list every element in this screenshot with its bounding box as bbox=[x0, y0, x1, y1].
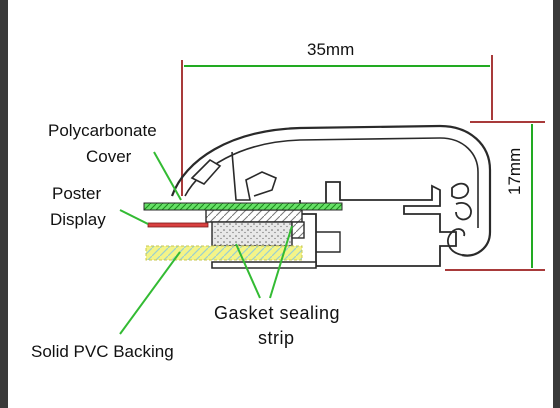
pvc-backing-label: Solid PVC Backing bbox=[31, 342, 174, 361]
pvc-backing bbox=[145, 245, 303, 261]
profile-body bbox=[299, 181, 457, 267]
pointer-gasket-b bbox=[269, 225, 293, 299]
polycarbonate-sheet bbox=[143, 202, 343, 211]
left-border bbox=[0, 0, 8, 408]
pointer-pvc bbox=[119, 251, 181, 335]
poster-sheet bbox=[147, 222, 209, 228]
pointer-polycarbonate bbox=[153, 151, 182, 201]
gasket-label-line2: strip bbox=[258, 328, 295, 348]
poster-label-line2: Display bbox=[50, 210, 106, 229]
profile-inner-channel bbox=[316, 231, 341, 253]
gasket-label-line1: Gasket sealing bbox=[214, 303, 341, 323]
cover-fin bbox=[231, 151, 277, 201]
cover-curl bbox=[447, 182, 472, 256]
pointer-poster bbox=[119, 209, 149, 225]
polycarbonate-label-line1: Polycarbonate bbox=[48, 121, 157, 140]
poster-label-line1: Poster bbox=[52, 184, 102, 203]
height-dimension-label: 17mm bbox=[505, 147, 524, 195]
right-border bbox=[553, 0, 560, 408]
cover-tab bbox=[190, 158, 222, 185]
gasket-block-stipple bbox=[211, 221, 293, 247]
gasket-block-right bbox=[291, 221, 305, 239]
polycarbonate-label-line2: Cover bbox=[86, 147, 132, 166]
gasket-block-upper bbox=[205, 209, 303, 223]
pointer-gasket-a bbox=[235, 243, 261, 299]
width-dimension-label: 35mm bbox=[307, 40, 355, 59]
polycarbonate-cover-outline bbox=[170, 124, 492, 257]
profile-base bbox=[211, 261, 317, 269]
